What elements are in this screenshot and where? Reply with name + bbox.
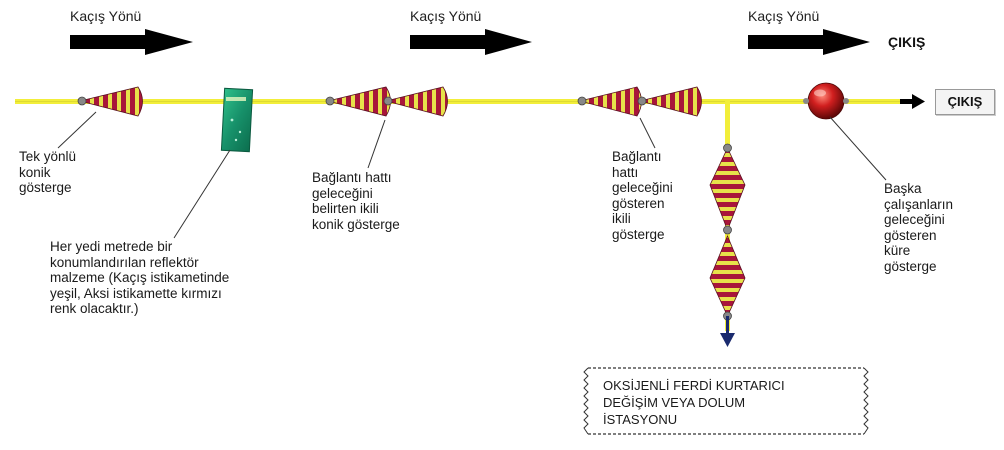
- direction-label-3: Kaçış Yönü: [748, 8, 819, 24]
- direction-arrow-1: [70, 29, 193, 55]
- label-double-cone-2: Bağlantı hattı geleceğini gösteren ikili…: [612, 149, 673, 242]
- direction-label-2: Kaçış Yönü: [410, 8, 481, 24]
- cone-indicator-double-1: [326, 87, 448, 116]
- lifeline-main: [15, 99, 905, 104]
- station-label: OKSİJENLİ FERDİ KURTARICI DEĞİŞİM VEYA D…: [603, 377, 853, 428]
- label-reflector: Her yedi metrede bir konumlandırılan ref…: [50, 239, 229, 317]
- down-arrow-icon: [720, 316, 735, 347]
- sphere-indicator: [803, 83, 849, 119]
- direction-arrow-3: [748, 29, 870, 55]
- direction-label-1: Kaçış Yönü: [70, 8, 141, 24]
- leader-lines: [58, 112, 886, 238]
- exit-label-top: ÇIKIŞ: [888, 34, 925, 50]
- label-double-cone-1: Bağlantı hattı geleceğini belirten ikili…: [312, 170, 400, 232]
- exit-arrow-icon: [900, 94, 925, 109]
- cone-indicator-vertical-1: [710, 144, 745, 234]
- direction-arrow-2: [410, 29, 532, 55]
- cone-indicator-vertical-2: [710, 236, 745, 320]
- label-single-cone: Tek yönlü konik gösterge: [19, 149, 76, 196]
- exit-sign: ÇIKIŞ: [935, 89, 995, 115]
- cone-indicator-double-2: [578, 87, 702, 116]
- reflector-icon: [221, 88, 252, 151]
- cone-indicator-single: [78, 87, 143, 116]
- label-sphere: Başka çalışanların geleceğini gösteren k…: [884, 181, 953, 274]
